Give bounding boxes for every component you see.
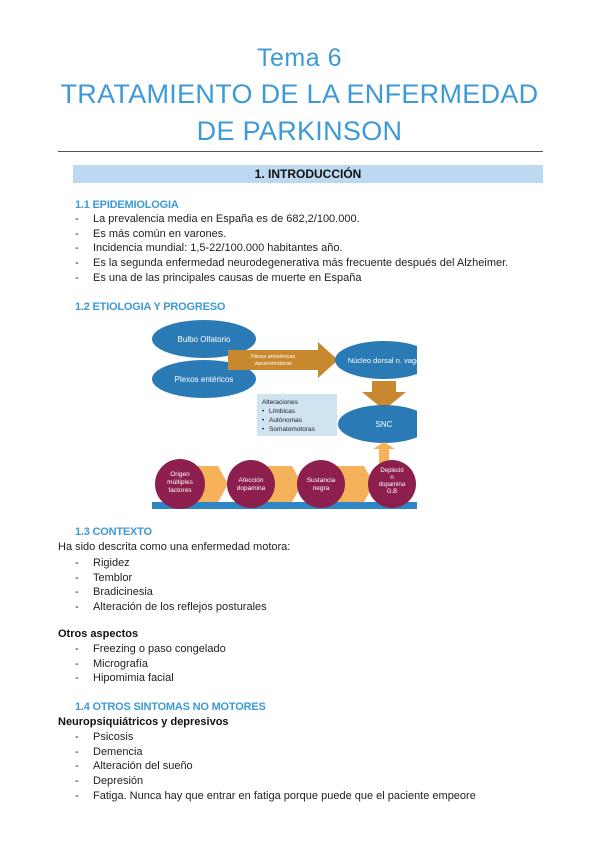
list-item: Freezing o paso congelado — [75, 642, 226, 657]
sustancia-label-1: Sustancia — [307, 477, 336, 484]
snc-ellipse — [338, 405, 417, 443]
nucleo-ellipse — [335, 341, 417, 379]
etiologia-heading: 1.2 ETIOLOGIA Y PROGRESO — [75, 301, 226, 313]
down-arrow — [362, 381, 406, 410]
bulbo-olfatorio-label: Bulbo Olfatorio — [178, 335, 231, 344]
snc-label: SNC — [376, 420, 393, 429]
etiology-diagram: Bulbo Olfatorio Plexos entéricos Fibras … — [152, 320, 417, 509]
otros-sintomas-list: Psicosis Demencia Alteración del sueño D… — [75, 730, 476, 804]
otros-sintomas-heading: 1.4 OTROS SINTOMAS NO MOTORES — [75, 701, 266, 713]
list-item: Alteración de los reflejos posturales — [75, 600, 267, 615]
page-title: TRATAMIENTO DE LA ENFERMEDAD DE PARKINSO… — [60, 79, 539, 146]
list-item: Micrografía — [75, 657, 226, 672]
fibras-label-1: Fibras amielínicas — [251, 354, 296, 360]
list-item: Fatiga. Nunca hay que entrar en fatiga p… — [75, 789, 476, 804]
bullet-icon: • — [262, 408, 265, 415]
list-item: Es una de las principales causas de muer… — [75, 271, 508, 286]
origen-label-3: factores — [168, 487, 192, 494]
otros-aspectos-list: Freezing o paso congelado Micrografía Hi… — [75, 642, 226, 686]
contexto-intro: Ha sido descrita como una enfermedad mot… — [58, 541, 291, 553]
plexos-entericos-label: Plexos entéricos — [175, 375, 234, 384]
tema-number: Tema 6 — [257, 44, 342, 72]
deplecion-label-4: G.B — [387, 489, 397, 495]
sustancia-label-2: negra — [313, 485, 330, 492]
deplecion-circle — [368, 460, 416, 508]
list-item: Psicosis — [75, 730, 476, 745]
alteraciones-box — [257, 394, 337, 436]
epidemiologia-list: La prevalencia media en España es de 682… — [75, 212, 508, 286]
list-item: Demencia — [75, 745, 476, 760]
bulbo-olfatorio-ellipse — [152, 320, 256, 358]
fibras-arrow — [228, 342, 338, 378]
origen-label-2: múltiples — [167, 479, 193, 486]
list-item: Bradicinesia — [75, 585, 267, 600]
baseline-bar — [152, 502, 417, 509]
up-arrow — [373, 442, 395, 463]
bullet-icon: • — [262, 426, 265, 433]
list-item: La prevalencia media en España es de 682… — [75, 212, 508, 227]
origen-label-1: Origen — [170, 471, 190, 478]
list-item: Es la segunda enfermedad neurodegenerati… — [75, 256, 508, 271]
list-item: Rigidez — [75, 556, 267, 571]
list-item: Es más común en varones. — [75, 227, 508, 242]
fibras-label-2: viaceromotoras — [254, 361, 292, 367]
section-heading: 1. INTRODUCCIÓN — [73, 165, 543, 183]
afeccion-label-2: dopamina — [237, 485, 266, 492]
otros-aspectos-heading: Otros aspectos — [58, 628, 139, 640]
list-item: Alteración del sueño — [75, 759, 476, 774]
list-item: Temblor — [75, 571, 267, 586]
list-item: Hipomimia facial — [75, 671, 226, 686]
contexto-heading: 1.3 CONTEXTO — [75, 526, 152, 538]
alteracion-limbicas: Límbicas — [269, 408, 296, 415]
deplecion-label-2: n — [390, 475, 393, 481]
alteraciones-title: Alteraciones — [262, 399, 299, 406]
contexto-list: Rigidez Temblor Bradicinesia Alteración … — [75, 556, 267, 615]
alteracion-autonomas: Autónomas — [269, 417, 303, 424]
nucleo-label: Núcleo dorsal n. vago — [348, 356, 417, 365]
deplecion-label-3: dopamina — [379, 482, 406, 488]
afeccion-label-1: Afección — [239, 477, 264, 484]
afeccion-circle — [227, 460, 275, 508]
list-item: Depresión — [75, 774, 476, 789]
title-divider — [58, 151, 543, 152]
deplecion-label-1: Depleció — [380, 468, 404, 474]
neuropsiquiatricos-heading: Neuropsiquiátricos y depresivos — [58, 716, 229, 728]
origen-circle — [155, 459, 205, 509]
bullet-icon: • — [262, 417, 265, 424]
alteracion-somatomotoras: Somatomotoras — [269, 426, 316, 433]
list-item: Incidencia mundial: 1,5-22/100.000 habit… — [75, 241, 508, 256]
epidemiologia-heading: 1.1 EPIDEMIOLOGIA — [75, 199, 179, 211]
sustancia-circle — [297, 460, 345, 508]
